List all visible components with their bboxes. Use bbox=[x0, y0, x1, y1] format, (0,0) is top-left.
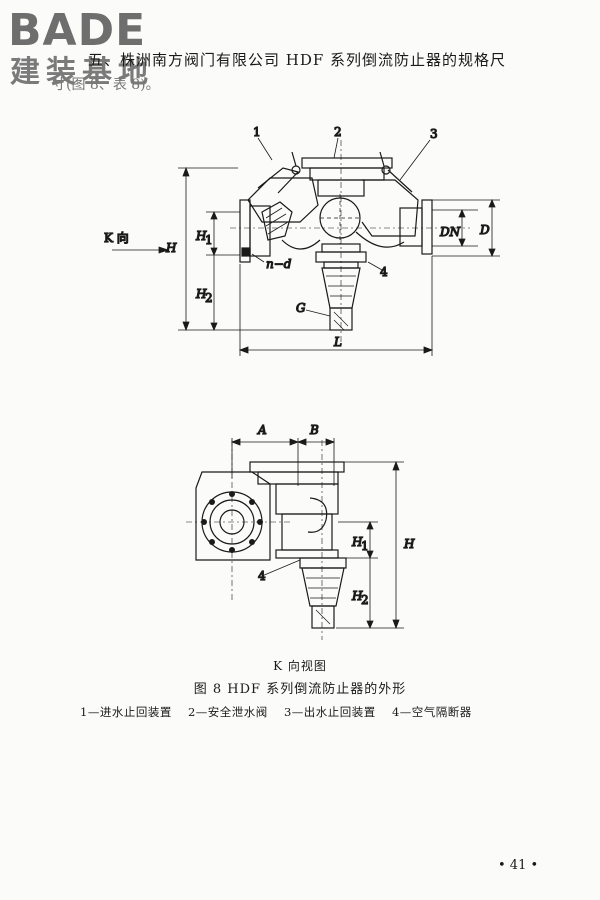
k-direction-label: K 向 bbox=[104, 230, 129, 245]
dim-H-bottom: H bbox=[403, 537, 415, 551]
part-label-4-bottom: 4 bbox=[258, 569, 266, 583]
dim-H1-bottom-sub: 1 bbox=[361, 539, 369, 553]
figure-legend: 1—进水止回装置 2—安全泄水阀 3—出水止回装置 4—空气隔断器 bbox=[80, 704, 580, 720]
part-label-3: 3 bbox=[430, 127, 438, 141]
part-label-2: 2 bbox=[334, 125, 342, 139]
legend-item: 2—安全泄水阀 bbox=[187, 705, 268, 719]
dim-H2-bottom: H bbox=[351, 589, 363, 603]
dim-H2-bottom-sub: 2 bbox=[361, 593, 369, 607]
legend-item: 3—出水止回装置 bbox=[283, 705, 376, 719]
dim-H-top: H bbox=[165, 241, 177, 255]
part-label-4-top: 4 bbox=[380, 265, 388, 279]
k-view-dimensions bbox=[230, 438, 404, 630]
front-view bbox=[230, 140, 470, 346]
k-direction-view bbox=[186, 440, 347, 640]
part-label-1: 1 bbox=[253, 125, 261, 139]
dim-A: A bbox=[257, 423, 267, 437]
legend-item: 4—空气隔断器 bbox=[391, 705, 472, 719]
dim-n-d: n−d bbox=[266, 257, 292, 271]
dim-L: L bbox=[333, 335, 342, 349]
logo-wordmark: BADE bbox=[8, 5, 147, 56]
front-view-dimensions bbox=[112, 137, 500, 356]
logo-subtitle: 建装基地 bbox=[10, 55, 154, 90]
dim-H2-top-sub: 2 bbox=[205, 291, 213, 305]
dim-D: D bbox=[479, 223, 490, 237]
page-number: • 41 • bbox=[498, 858, 539, 873]
dim-G: G bbox=[296, 301, 306, 315]
bade-logo: BADE 建装基地 bbox=[8, 8, 178, 92]
legend-item: 1—进水止回装置 bbox=[80, 705, 172, 719]
section-heading: 五、株洲南方阀门有限公司 HDF 系列倒流防止器的规格尺 bbox=[88, 51, 507, 69]
section-heading-continued: 寸(图 8、表 8)。 bbox=[52, 77, 160, 93]
dim-H1-top-sub: 1 bbox=[205, 233, 213, 247]
k-view-caption: K 向视图 bbox=[273, 659, 327, 673]
dim-DN: DN bbox=[439, 225, 461, 239]
dim-B: B bbox=[309, 423, 319, 437]
dim-H2-top: H bbox=[195, 287, 207, 301]
dim-H1-bottom: H bbox=[351, 535, 363, 549]
dim-H1-top: H bbox=[195, 229, 207, 243]
figure-caption: 图 8 HDF 系列倒流防止器的外形 bbox=[193, 682, 407, 697]
